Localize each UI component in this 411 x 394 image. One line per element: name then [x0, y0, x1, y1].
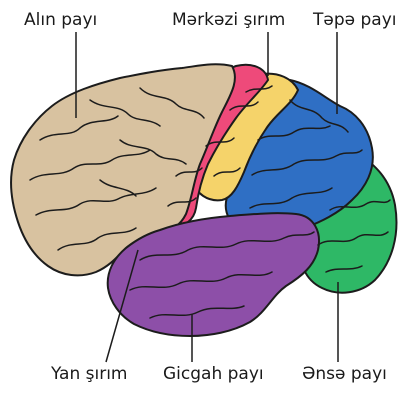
label-central-sulcus: Mərkəzi şırım: [172, 10, 285, 30]
label-parietal-lobe: Təpə payı: [313, 10, 397, 30]
label-lateral-sulcus: Yan şırım: [51, 364, 128, 384]
label-frontal-lobe: Alın payı: [24, 10, 97, 30]
label-occipital-lobe: Ənsə payı: [302, 364, 387, 384]
label-temporal-lobe: Gicgah payı: [163, 364, 264, 384]
